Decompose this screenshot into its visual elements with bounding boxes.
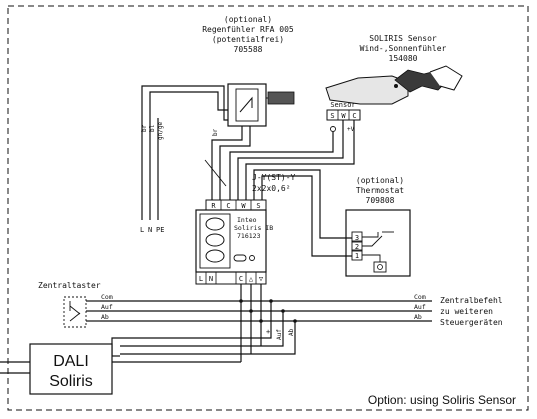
dali-line2: Soliris (49, 373, 93, 390)
controller-brand: Inteo (237, 216, 257, 224)
thermostat-pin-2: 2 (355, 243, 359, 251)
controller-name: Soliris IB (234, 224, 273, 232)
central-switch: Zentraltaster (38, 281, 101, 328)
wire-label-br-mid: br (212, 128, 219, 136)
wire-label-br-left: br (141, 124, 148, 132)
controller-led (233, 254, 247, 262)
dali-box (29, 343, 113, 395)
controller-pin-l: L (199, 275, 203, 283)
controller-pin-c: C (226, 202, 230, 210)
dashed-frame (7, 5, 529, 411)
bus-lines (100, 284, 432, 363)
dali-line1: DALI (53, 353, 89, 370)
bus-label-auf: Auf (101, 303, 113, 311)
rain-sensor-note: (potentialfrei) (212, 35, 284, 44)
rain-sensor-relay (235, 88, 259, 122)
dali-soliris-box: DALI Soliris (0, 343, 120, 395)
controller-code: 716123 (237, 232, 261, 240)
bus-right-label-com: Com (414, 293, 426, 301)
power-label-pe: PE (156, 226, 164, 234)
thermostat-pin-1: 1 (355, 252, 359, 260)
controller-pin-s: S (256, 202, 260, 210)
caption: Option: using Soliris Sensor (368, 393, 516, 407)
rain-sensor-box (227, 83, 267, 127)
wind-vane-icon (429, 65, 463, 91)
rain-sensor-name: Regenfühler RFA 005 (202, 25, 294, 34)
soliris-sensor-housing (325, 75, 409, 105)
rain-sensor-probe-icon (267, 91, 295, 105)
controller-pin-down: ▽ (259, 275, 264, 283)
vertical-label-ab: Ab (288, 328, 295, 336)
soliris-sensor-box-label: Sensor (330, 101, 355, 109)
wire-label-gnge-left: gn/ge (157, 122, 164, 140)
thermostat-contact-icon (362, 232, 383, 262)
thermostat-box (345, 209, 411, 277)
power-label-n: N (148, 226, 152, 234)
wire-label-bl-left: bl (149, 124, 156, 132)
controller-pin-up: △ (249, 275, 254, 283)
cable-leader-line (204, 159, 227, 187)
rain-sensor-contact-icon (239, 96, 253, 113)
soliris-sensor-name: SOLIRIS Sensor (369, 34, 437, 43)
controller-down-button (205, 249, 225, 263)
cable-type: J-Y(ST)-Y (252, 173, 296, 182)
thermostat: (optional) Thermostat 709808 3 2 1 (345, 176, 411, 277)
soliris-pin-w: W (341, 112, 346, 120)
soliris-controller: R C W S Inteo Soliris IB 716123 L N C △ … (195, 199, 273, 285)
controller-keypad (199, 213, 231, 269)
vertical-label-auf: Auf (276, 329, 283, 340)
bus-label-ab: Ab (101, 313, 109, 321)
bus-right-label-auf: Auf (414, 303, 426, 311)
soliris-sensor-code: 154080 (389, 54, 418, 63)
thermostat-code: 709808 (366, 196, 395, 205)
power-label-l: L (140, 226, 144, 234)
soliris-plus-label: +V (347, 126, 355, 133)
bus-right-text-3: Steuergeräten (440, 318, 503, 327)
controller-pin-com: C (239, 275, 243, 283)
controller-stop-button (205, 233, 225, 247)
controller-bottom-terminals (195, 271, 267, 285)
controller-up-button (205, 217, 225, 231)
thermostat-name: Thermostat (356, 186, 404, 195)
vertical-label-plus: + (266, 328, 270, 336)
soliris-sensor-desc: Wind-,Sonnenfühler (360, 44, 447, 53)
controller-pin-n: N (209, 275, 213, 283)
soliris-pin-s: S (330, 112, 334, 120)
controller-pin-w: W (241, 202, 246, 210)
controller-pin-r: R (211, 202, 216, 210)
rain-sensor-code: 705588 (234, 45, 263, 54)
thermostat-optional: (optional) (356, 176, 404, 185)
bus-right-label-ab: Ab (414, 313, 422, 321)
rain-sensor-optional: (optional) (224, 15, 272, 24)
upper-wiring (141, 85, 355, 257)
soliris-terminal-dot (330, 126, 336, 132)
bus-label-com: Com (101, 293, 113, 301)
rain-sensor: (optional) Regenfühler RFA 005 (potentia… (202, 15, 295, 127)
thermostat-sensor-icon (373, 261, 387, 273)
soliris-pin-c: C (352, 112, 356, 120)
switch-contact-icon (69, 301, 81, 322)
soliris-sensor: SOLIRIS Sensor Wind-,Sonnenfühler 154080… (325, 34, 463, 133)
bus-right-text-1: Zentralbefehl (440, 296, 503, 305)
cable-spec: 2x2x0,6² (252, 184, 291, 193)
thermostat-pin-3: 3 (355, 234, 359, 242)
switch-dashed-box (63, 296, 87, 328)
bus-right-text-2: zu weiteren (440, 307, 493, 316)
switch-title: Zentraltaster (38, 281, 101, 290)
